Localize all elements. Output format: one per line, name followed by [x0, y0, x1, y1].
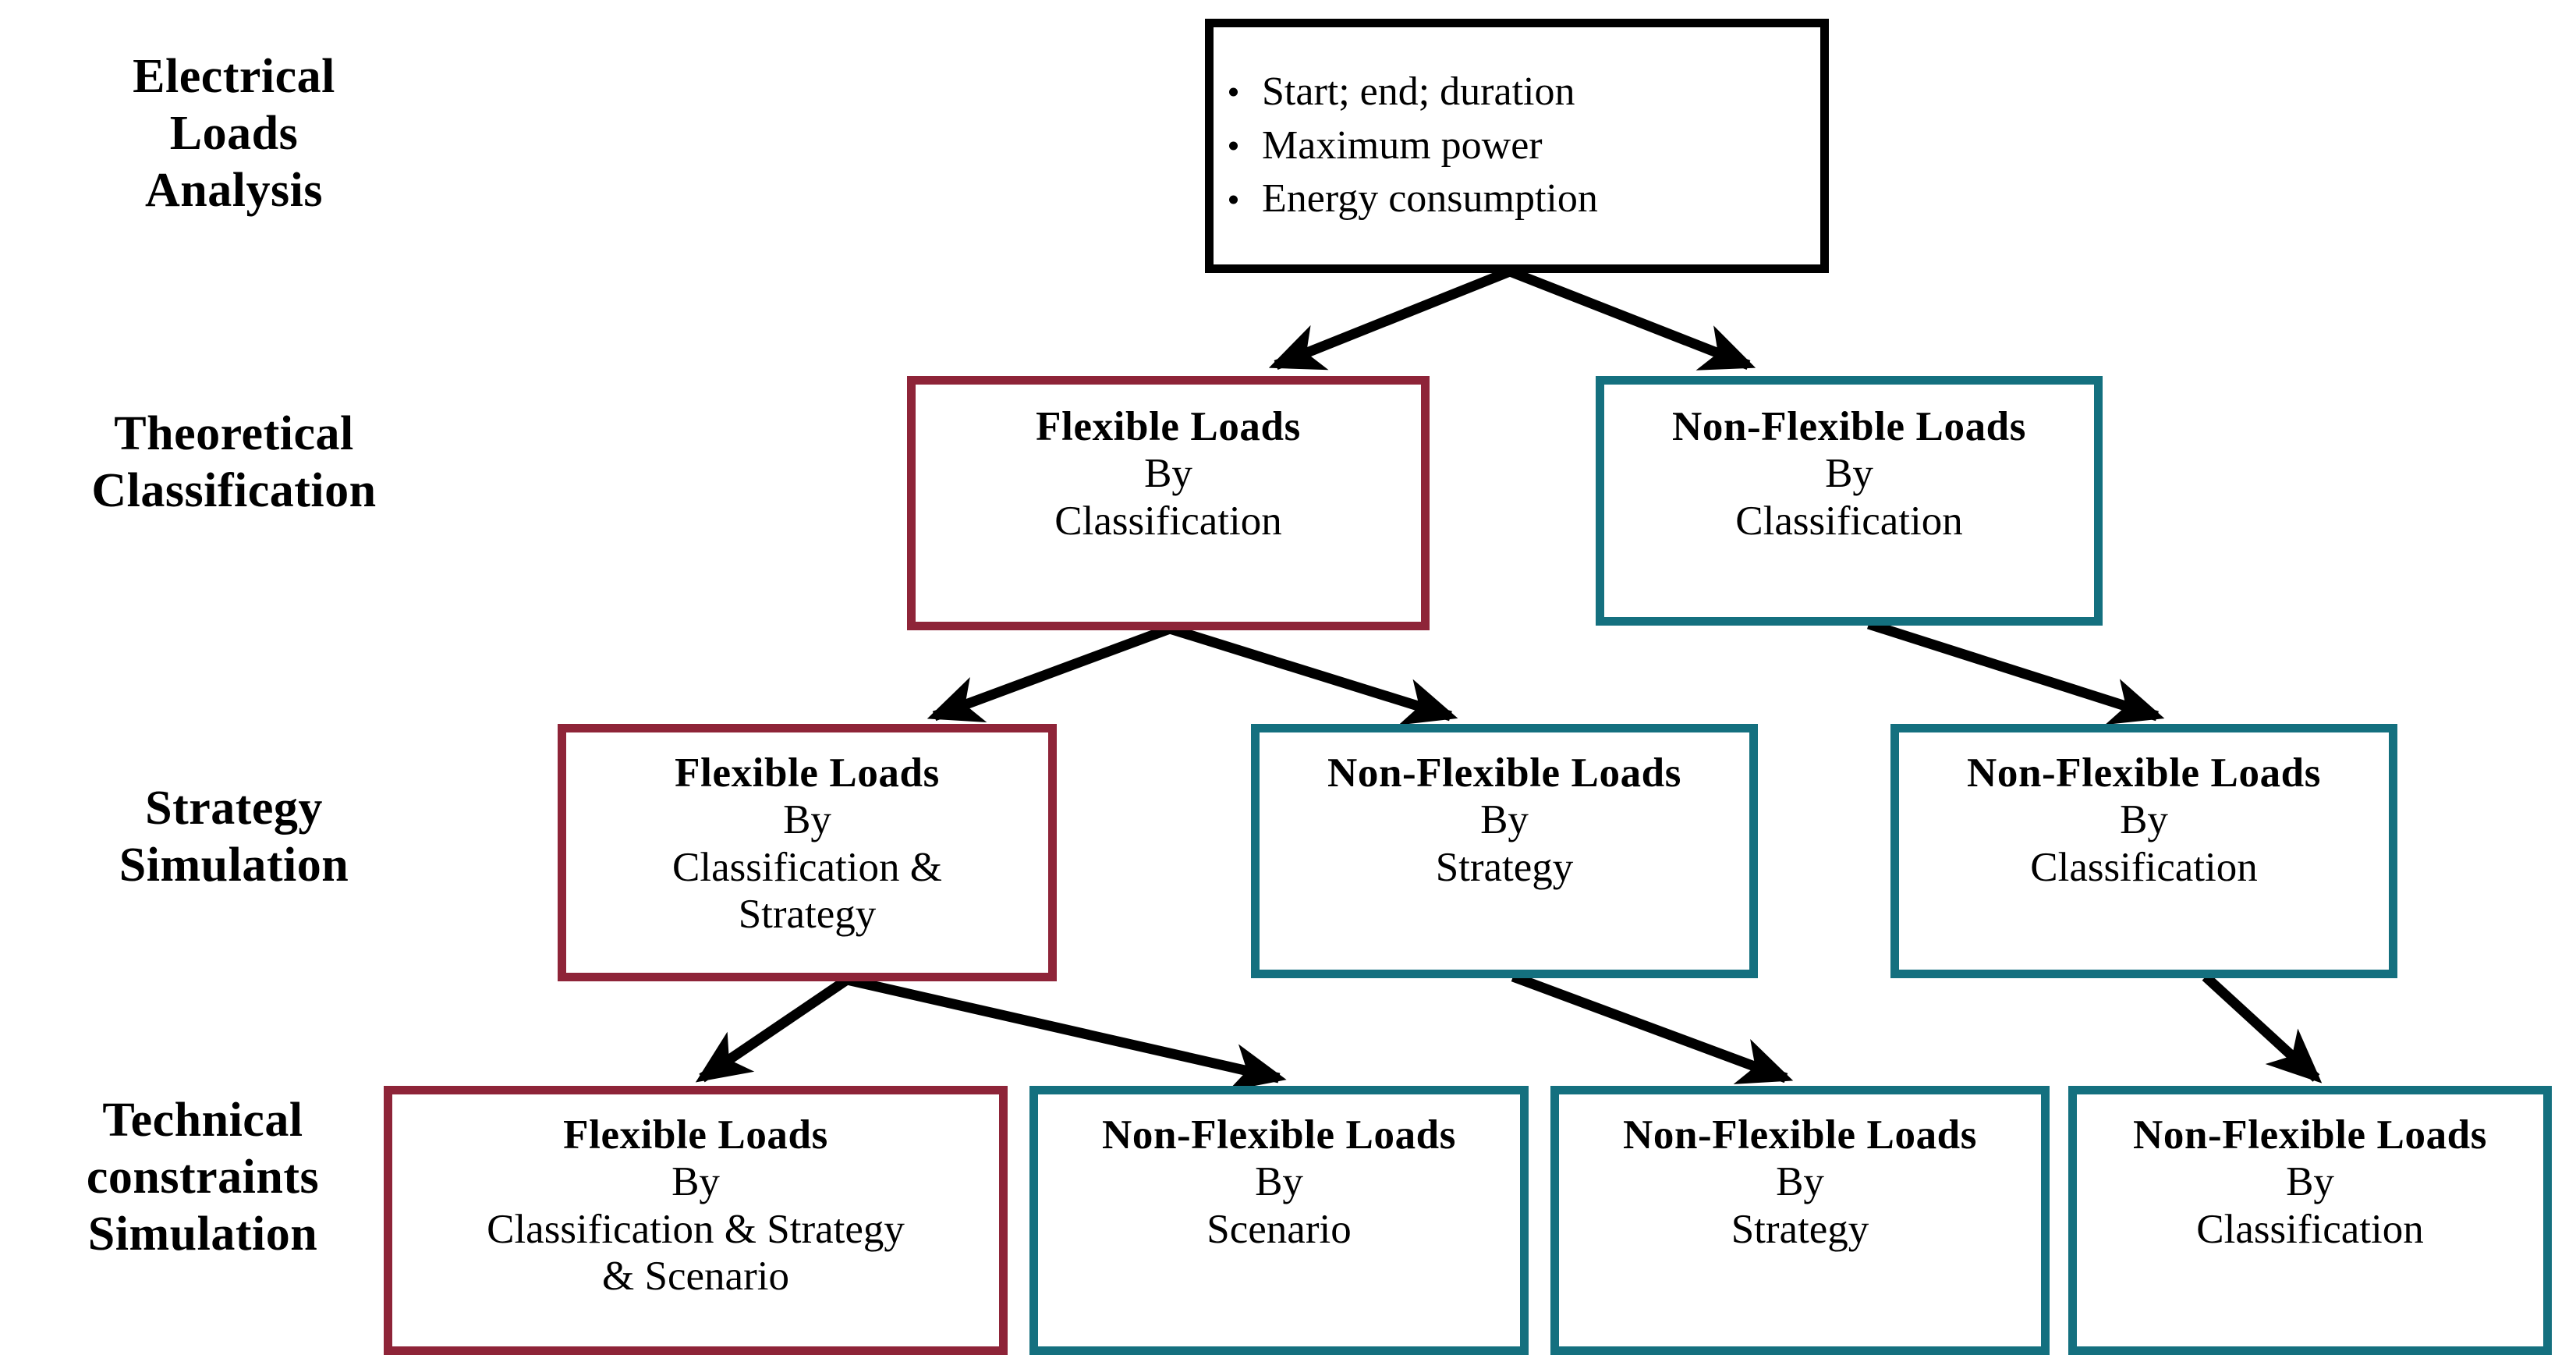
connector-flexible-r2-to-flexible-r3: [927, 623, 1172, 722]
connector-root-to-flexible-r2: [1268, 266, 1512, 371]
row-label-line: Electrical: [133, 50, 335, 103]
root-bullet-list: Start; end; duration Maximum power Energ…: [1214, 66, 1820, 226]
connector-flexible-r3-to-flexible-r4: [695, 975, 850, 1083]
node-line: Strategy: [738, 892, 877, 938]
node-line: By: [1776, 1159, 1824, 1205]
node-line: By: [783, 797, 831, 843]
node-non-flexible-loads-by-scenario[interactable]: Non-Flexible Loads By Scenario: [1029, 1086, 1529, 1355]
row-label-theoretical-classification: Theoretical Classification: [31, 406, 437, 520]
row-label-electrical-loads-analysis: Electrical Loads Analysis: [62, 48, 406, 219]
node-line: By: [1255, 1159, 1303, 1205]
node-line: Classification: [1054, 498, 1282, 544]
connector-non-flexible-classification-r3-to-classification-r4: [2202, 973, 2323, 1084]
root-bullet-item: Maximum power: [1214, 119, 1820, 173]
node-line: Classification & Strategy: [487, 1206, 905, 1252]
node-line: By: [1144, 451, 1192, 497]
node-flexible-loads-by-classification-strategy[interactable]: Flexible Loads By Classification & Strat…: [558, 724, 1057, 981]
node-line: Classification: [1735, 498, 1963, 544]
root-bullet-item: Energy consumption: [1214, 172, 1820, 226]
node-non-flexible-loads-by-strategy[interactable]: Non-Flexible Loads By Strategy: [1251, 724, 1758, 978]
node-line: & Scenario: [602, 1254, 789, 1300]
node-title: Non-Flexible Loads: [1967, 750, 2321, 796]
connector-flexible-r2-to-non-flexible-strategy-r3: [1168, 623, 1458, 725]
node-line: By: [671, 1159, 720, 1205]
row-label-line: Analysis: [145, 164, 323, 218]
row-label-line: Classification: [91, 464, 377, 518]
node-line: By: [1480, 797, 1529, 843]
node-non-flexible-loads-by-classification[interactable]: Non-Flexible Loads By Classification: [1596, 376, 2103, 626]
node-line: By: [2120, 797, 2168, 843]
node-title: Non-Flexible Loads: [1102, 1112, 1456, 1158]
node-line: Classification: [2196, 1206, 2424, 1252]
node-title: Non-Flexible Loads: [1327, 750, 1681, 796]
node-line: By: [1825, 451, 1873, 497]
connector-root-to-non-flexible-r2: [1508, 266, 1756, 371]
node-title: Non-Flexible Loads: [1623, 1112, 1977, 1158]
node-line: Classification: [2030, 844, 2258, 890]
node-line: Scenario: [1207, 1206, 1352, 1252]
row-label-line: Simulation: [119, 839, 349, 892]
row-label-line: Simulation: [87, 1208, 318, 1261]
node-non-flexible-loads-by-classification-r3[interactable]: Non-Flexible Loads By Classification: [1890, 724, 2397, 978]
root-bullet-item: Start; end; duration: [1214, 66, 1820, 119]
row-label-technical-constraints-simulation: Technical constraints Simulation: [23, 1092, 382, 1263]
connector-flexible-r3-to-non-flexible-scenario-r4: [845, 974, 1287, 1091]
node-line: Strategy: [1731, 1206, 1869, 1252]
node-non-flexible-loads-by-classification-r4[interactable]: Non-Flexible Loads By Classification: [2068, 1086, 2552, 1355]
node-title: Non-Flexible Loads: [1672, 404, 2026, 449]
row-label-line: Theoretical: [114, 407, 354, 460]
row-label-line: Loads: [169, 107, 299, 161]
node-electrical-loads-root[interactable]: Start; end; duration Maximum power Energ…: [1205, 19, 1829, 273]
node-title: Non-Flexible Loads: [2133, 1112, 2487, 1158]
node-line: Strategy: [1435, 844, 1574, 890]
node-title: Flexible Loads: [1036, 404, 1301, 449]
node-title: Flexible Loads: [563, 1112, 828, 1158]
connector-non-flexible-strategy-r3-to-strategy-r4: [1511, 971, 1794, 1084]
node-flexible-loads-by-classification[interactable]: Flexible Loads By Classification: [907, 376, 1430, 630]
node-flexible-loads-by-classification-strategy-scenario[interactable]: Flexible Loads By Classification & Strat…: [384, 1086, 1008, 1355]
row-label-line: constraints: [86, 1151, 320, 1204]
connector-non-flexible-r2-to-non-flexible-r3: [1867, 619, 2165, 725]
row-label-line: Technical: [102, 1094, 303, 1147]
node-title: Flexible Loads: [675, 750, 940, 796]
row-label-line: Strategy: [145, 782, 323, 835]
node-non-flexible-loads-by-strategy-r4[interactable]: Non-Flexible Loads By Strategy: [1550, 1086, 2050, 1355]
node-line: By: [2286, 1159, 2334, 1205]
node-line: Classification &: [672, 844, 942, 890]
row-label-strategy-simulation: Strategy Simulation: [31, 780, 437, 894]
